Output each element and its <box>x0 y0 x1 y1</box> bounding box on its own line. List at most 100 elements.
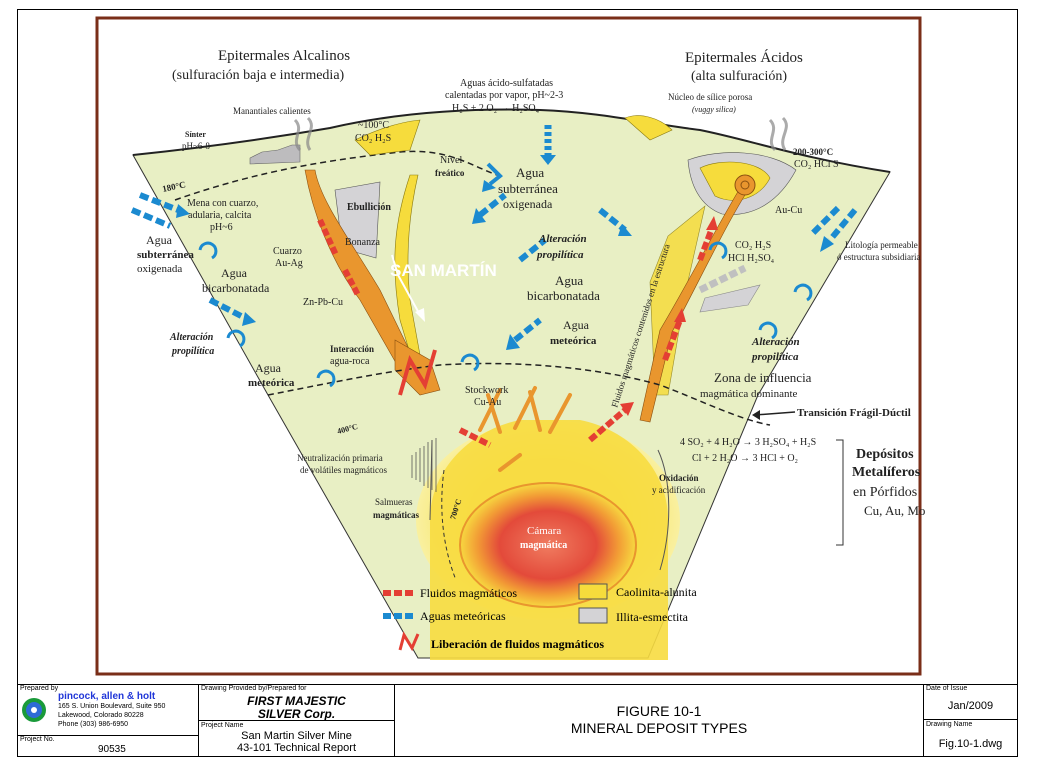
label-temp-180: 180°C <box>161 179 186 194</box>
label-nucleo-2: (vuggy silica) <box>692 105 736 114</box>
label-camara-1: Cámara <box>527 525 561 537</box>
label-aguas-acido-3: H₂S + 2 O₂ → H₂SO₄ <box>452 103 540 114</box>
legend-fluidos: Fluidos magmáticos <box>420 586 517 600</box>
project-name-line1: San Martin Silver Mine <box>241 730 352 742</box>
illita-zone-lower <box>699 284 761 313</box>
label-co2-h2s: CO₂ H₂S <box>355 133 391 144</box>
heading-right-1: Epitermales Ácidos <box>685 49 803 66</box>
label-neutral-2: de volátiles magmáticos <box>300 465 387 475</box>
vein-right <box>639 179 753 423</box>
tb-project-name: Project Name San Martin Silver Mine 43-1… <box>198 720 395 757</box>
project-no: 90535 <box>98 744 126 755</box>
ground-surface <box>132 108 891 173</box>
label-mena-3: pH~6 <box>210 222 233 233</box>
porphyry-bracket <box>836 439 844 546</box>
label-alteracion-right-2: propilítica <box>751 351 799 363</box>
legend-caolinita: Caolinita-alunita <box>616 585 697 599</box>
drawing-name-caption: Drawing Name <box>926 721 973 728</box>
magma-chamber <box>459 482 637 608</box>
label-cuarzo-2: Au-Ag <box>275 258 303 269</box>
label-agua-sub-center-2: subterránea <box>498 181 558 196</box>
label-agua-sub-center-3: oxigenada <box>503 197 553 211</box>
tb-figure-title: FIGURE 10-1 MINERAL DEPOSIT TYPES <box>394 684 924 757</box>
label-alteracion-center-1: Alteración <box>538 233 587 245</box>
label-depositos-2: Metalíferos <box>852 465 921 480</box>
label-zona-2: magmática dominante <box>700 388 798 400</box>
tb-date: Date of Issue Jan/2009 <box>923 684 1018 720</box>
label-aguas-acido-2: calentadas por vapor, pH~2-3 <box>445 90 563 101</box>
label-agua-bicarb-center-1: Agua <box>555 273 583 288</box>
label-alteracion-center-2: propilítica <box>536 249 584 261</box>
label-salmueras-1: Salmueras <box>375 497 413 507</box>
label-hcl-h2so4: HCl H₂SO₄ <box>728 253 775 264</box>
label-san-martin: SAN MARTÍN <box>390 261 497 280</box>
tb-drawing-name: Drawing Name Fig.10-1.dwg <box>923 719 1018 757</box>
tb-prepared-by: Prepared by pincock, allen & holt 165 S.… <box>17 684 199 736</box>
label-eq1: 4 SO₂ + 4 H₂O → 3 H₂SO₄ + H₂S <box>680 437 816 448</box>
issue-date: Jan/2009 <box>947 700 994 712</box>
company-address1: 165 S. Union Boulevard, Suite 950 <box>58 703 166 710</box>
tb-project-no: Project No. 90535 <box>17 735 199 757</box>
heading-left-1: Epitermales Alcalinos <box>218 48 350 64</box>
heading-right-2: (alta sulfuración) <box>691 69 787 84</box>
client-line2: SILVER Corp. <box>257 707 336 721</box>
legend-liberacion: Liberación de fluidos magmáticos <box>431 637 604 651</box>
label-interaccion-2: agua-roca <box>330 356 370 367</box>
label-agua-sub-left-3: oxigenada <box>137 263 182 275</box>
label-eq2: Cl + 2 H₂O → 3 HCl + O₂ <box>692 453 798 464</box>
label-oxidacion-2: y acidificación <box>652 485 706 495</box>
label-agua-bicarb-center-2: bicarbonatada <box>527 288 600 303</box>
caolinita-zone-top-right <box>624 115 673 141</box>
label-agua-met-center-1: Agua <box>563 318 590 332</box>
label-alteracion-left-2: propilítica <box>171 346 214 357</box>
label-litologia-1: Litología permeable <box>845 240 918 250</box>
stockwork-veins <box>478 386 572 472</box>
label-agua-met-left-1: Agua <box>255 361 282 375</box>
meteoric-circulation-arrows <box>198 241 813 388</box>
label-depositos-4: Cu, Au, Mo <box>864 503 925 518</box>
label-agua-sub-left-1: Agua <box>146 233 173 247</box>
client-line1: FIRST MAJESTIC <box>247 694 346 708</box>
tb-client: Drawing Provided by/Prepared for FIRST M… <box>198 684 395 721</box>
project-no-caption: Project No. <box>20 736 55 743</box>
label-co2-h2s-right: CO₂ H₂S <box>735 240 771 251</box>
label-au-cu: Au-Cu <box>775 205 802 216</box>
label-salmueras-2: magmáticas <box>373 510 419 520</box>
label-bonanza: Bonanza <box>345 237 381 248</box>
label-nivel-1: Nivel <box>440 155 462 166</box>
company-name: pincock, allen & holt <box>58 691 156 702</box>
label-stockwork-2: Cu-Au <box>474 397 501 408</box>
prepared-by-caption: Prepared by <box>20 685 59 692</box>
drawing-name: Fig.10-1.dwg <box>938 738 1003 750</box>
brittle-ductile-transition <box>267 362 771 426</box>
caolinita-zone-top <box>354 119 421 156</box>
label-temp-100: ~100°C <box>358 120 389 131</box>
legend-aguas: Aguas meteóricas <box>420 609 506 623</box>
label-litologia-2: ó estructura subsidiaria <box>837 252 920 262</box>
company-address2: Lakewood, Colorado 80228 <box>58 712 144 719</box>
heading-left-2: (sulfuración baja e intermedia) <box>172 68 345 83</box>
water-table-line <box>174 150 501 201</box>
label-temp-200-300: 200-300°C <box>793 147 833 157</box>
label-zn-pb-cu: Zn-Pb-Cu <box>303 297 343 308</box>
label-agua-met-center-2: meteórica <box>550 335 597 347</box>
project-name-line2: 43-101 Technical Report <box>236 742 357 754</box>
drawing-provided-caption: Drawing Provided by/Prepared for <box>201 685 307 692</box>
legend: Fluidos magmáticos Caolinita-alunita Agu… <box>383 583 697 652</box>
label-agua-sub-center-1: Agua <box>516 165 544 180</box>
label-agua-met-left-2: meteórica <box>248 377 295 389</box>
steam-plumes <box>293 116 788 152</box>
label-agua-bicarb-left-2: bicarbonatada <box>202 281 270 295</box>
company-logo <box>22 698 46 722</box>
magmatic-fluid-arrows <box>317 216 747 448</box>
label-alteracion-right-1: Alteración <box>751 336 800 348</box>
label-transicion: Transición Frágil-Dúctil <box>797 407 911 419</box>
label-co2-hcl-s: CO₂ HCl S <box>794 159 839 170</box>
company-phone: Phone (303) 986-6950 <box>58 721 129 728</box>
label-mena-1: Mena con cuarzo, <box>187 198 258 209</box>
label-manantiales: Manantiales calientes <box>233 106 311 116</box>
label-depositos-1: Depósitos <box>856 447 914 462</box>
label-zona-1: Zona de influencia <box>714 370 812 385</box>
label-depositos-3: en Pórfidos <box>853 485 917 500</box>
